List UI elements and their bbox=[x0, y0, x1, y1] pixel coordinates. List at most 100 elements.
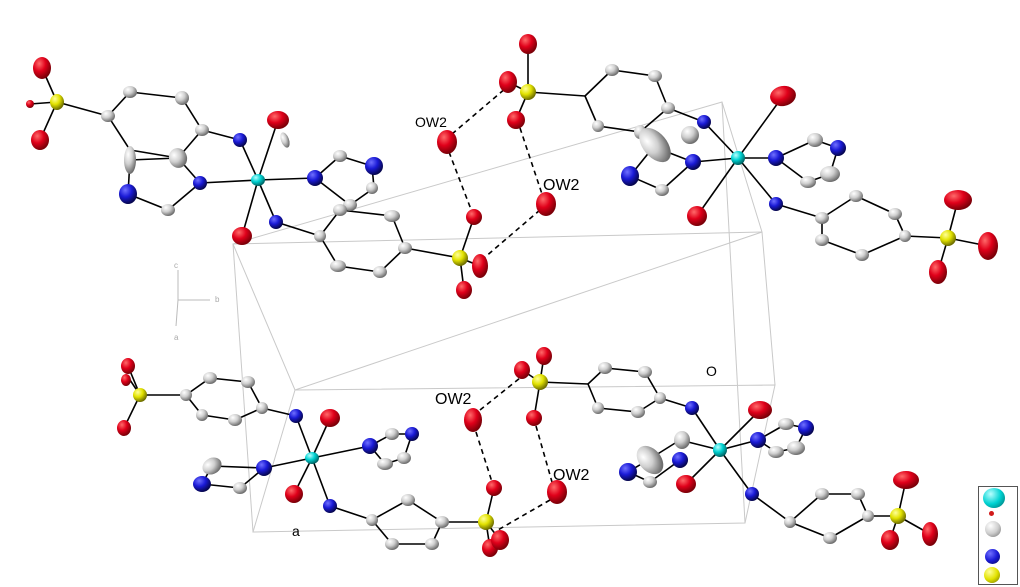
bond bbox=[611, 69, 656, 77]
nitrogen-atom bbox=[619, 463, 637, 481]
nitrogen-atom bbox=[685, 154, 701, 170]
axis-a-label: a bbox=[174, 333, 179, 342]
nitrogen-atom bbox=[745, 487, 759, 501]
carbon-atom bbox=[815, 212, 829, 224]
carbon-atom bbox=[366, 182, 378, 194]
hydrogen-bond bbox=[519, 127, 543, 195]
carbon-atom bbox=[203, 372, 217, 384]
carbon-atom bbox=[815, 234, 829, 246]
bond bbox=[821, 239, 863, 256]
carbon-atom bbox=[643, 476, 657, 488]
oxygen-atom bbox=[437, 130, 457, 154]
bond bbox=[829, 515, 869, 539]
bond bbox=[737, 95, 784, 159]
oxygen-atom bbox=[466, 209, 482, 225]
nitrogen-atom bbox=[405, 427, 419, 441]
axis-b-label: b bbox=[215, 295, 220, 304]
oxygen-atom bbox=[232, 227, 252, 245]
sulfur-atom bbox=[452, 250, 468, 266]
oxygen-atom bbox=[519, 34, 537, 54]
metal-atom bbox=[731, 151, 745, 165]
oxygen-atom bbox=[285, 485, 303, 503]
bond bbox=[257, 177, 316, 181]
carbon-atom bbox=[849, 190, 863, 202]
bond bbox=[275, 221, 321, 237]
carbon-atom bbox=[333, 204, 347, 216]
bond bbox=[295, 415, 313, 459]
bond bbox=[339, 209, 393, 217]
nitrogen-atom bbox=[768, 150, 784, 166]
carbon-atom bbox=[196, 409, 208, 421]
bond bbox=[407, 499, 443, 523]
bond bbox=[56, 101, 109, 117]
carbon-atom bbox=[855, 249, 869, 261]
legend-carbon-atom bbox=[985, 521, 1001, 537]
atom-layer bbox=[26, 34, 998, 557]
hydrogen-bond bbox=[479, 377, 521, 411]
nitrogen-atom bbox=[685, 401, 699, 415]
carbon-atom bbox=[168, 148, 188, 168]
hydrogen-bond bbox=[448, 151, 473, 213]
carbon-atom bbox=[807, 133, 823, 147]
carbon-atom bbox=[124, 146, 136, 174]
bond bbox=[311, 457, 331, 507]
oxygen-atom bbox=[893, 471, 919, 489]
oxygen-atom bbox=[472, 254, 488, 278]
bond bbox=[789, 521, 831, 539]
metal-atom bbox=[305, 452, 319, 464]
carbon-atom bbox=[598, 362, 612, 374]
carbon-atom bbox=[648, 70, 662, 82]
bond bbox=[703, 121, 739, 159]
carbon-atom bbox=[768, 446, 784, 458]
nitrogen-atom bbox=[798, 420, 814, 436]
carbon-atom bbox=[784, 516, 796, 528]
bond bbox=[775, 203, 823, 219]
carbon-atom bbox=[636, 445, 664, 475]
bond bbox=[257, 179, 277, 223]
carbon-atom bbox=[228, 414, 242, 426]
oxygen-atom bbox=[929, 260, 947, 284]
hydrogen-bond bbox=[475, 431, 493, 483]
nitrogen-atom bbox=[830, 140, 846, 156]
carbon-atom bbox=[681, 126, 699, 144]
carbon-atom bbox=[605, 64, 619, 76]
bond bbox=[263, 457, 313, 469]
carbon-atom bbox=[815, 488, 829, 500]
carbon-atom bbox=[638, 366, 652, 378]
bond bbox=[696, 157, 739, 217]
carbon-atom bbox=[333, 150, 347, 162]
nitrogen-atom bbox=[233, 133, 247, 147]
carbon-atom bbox=[123, 86, 137, 98]
carbon-atom bbox=[661, 102, 675, 114]
nitrogen-atom bbox=[365, 157, 383, 175]
carbon-atom bbox=[787, 441, 805, 455]
metal-atom bbox=[251, 174, 265, 186]
nitrogen-atom bbox=[193, 176, 207, 190]
carbon-atom bbox=[175, 91, 189, 105]
carbon-atom bbox=[256, 402, 268, 414]
legend-metal-atom bbox=[983, 488, 1005, 508]
sulfur-atom bbox=[940, 230, 956, 246]
nitrogen-atom bbox=[769, 197, 783, 211]
carbon-atom bbox=[862, 510, 874, 522]
carbon-atom bbox=[280, 132, 290, 148]
carbon-atom bbox=[161, 204, 175, 216]
hydrogen-bond bbox=[483, 209, 541, 259]
oxygen-atom bbox=[31, 130, 49, 150]
oxygen-atom bbox=[33, 57, 51, 79]
oxygen-atom bbox=[486, 480, 502, 496]
oxygen-atom bbox=[320, 409, 340, 427]
carbon-atom bbox=[377, 458, 393, 470]
bond bbox=[597, 125, 641, 133]
carbon-atom bbox=[101, 110, 115, 122]
oxygen-atom bbox=[536, 347, 552, 365]
oxygen-atom bbox=[687, 206, 707, 226]
legend-sulfur-atom bbox=[984, 567, 1000, 583]
metal-atom bbox=[713, 443, 727, 457]
bond bbox=[719, 449, 753, 495]
bond bbox=[751, 493, 791, 523]
hydrogen-bond bbox=[451, 87, 507, 135]
legend-hydrogen-atom bbox=[989, 511, 994, 516]
bond bbox=[329, 505, 373, 521]
oxygen-atom bbox=[464, 408, 482, 432]
